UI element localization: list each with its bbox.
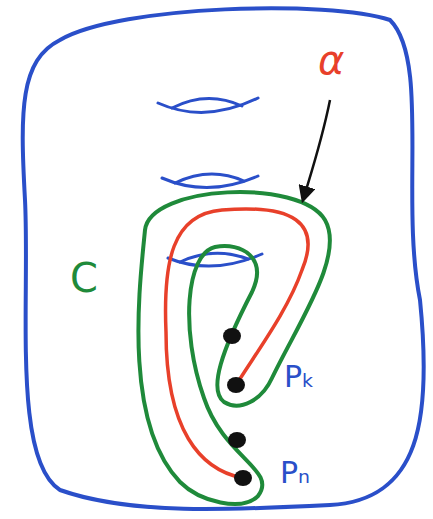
curve-label: C [70,258,98,298]
curve-c [138,192,330,504]
puncture [227,377,245,393]
puncture [234,470,252,486]
handle [175,174,244,183]
leader-arrow [303,100,330,200]
arc-alpha [165,209,308,478]
arc-label: α [318,40,344,80]
point-label: Pₙ [280,458,310,488]
handle [172,98,242,108]
surface-outline [23,8,424,509]
punctures [223,328,252,486]
handle [158,98,258,112]
handles [158,98,262,266]
point-label: Pₖ [284,362,315,392]
puncture [228,432,246,448]
handle [180,253,248,262]
puncture [223,328,241,344]
